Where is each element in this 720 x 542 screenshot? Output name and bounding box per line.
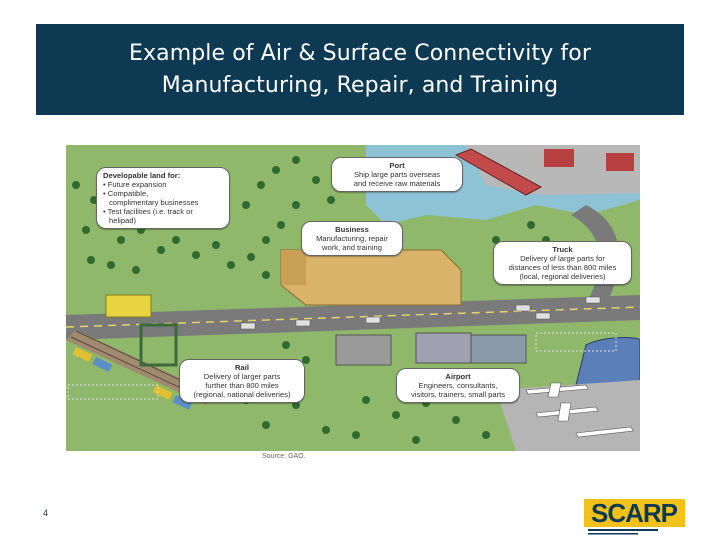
page-number: 4 — [43, 508, 48, 518]
callout-airport: Airport Engineers, consultants, visitors… — [396, 368, 520, 403]
callout-port-heading: Port — [338, 161, 456, 170]
title-line-1: Example of Air & Surface Connectivity fo… — [129, 38, 591, 70]
source-note: Source: GAO. — [262, 453, 306, 460]
warehouse-building — [416, 333, 471, 363]
callout-developable-land: Developable land for: • Future expansion… — [96, 167, 230, 229]
callout-land-line: helipad) — [103, 216, 223, 225]
callout-airport-heading: Airport — [403, 372, 513, 381]
callout-business-line: Manufacturing, repair — [308, 234, 396, 243]
callout-rail-line: (regional, national deliveries) — [186, 390, 298, 399]
scarp-logo: SCARP — [582, 489, 687, 537]
callout-port-line: and receive raw materials — [338, 179, 456, 188]
callout-land-line: complimentary businesses — [103, 198, 223, 207]
hangar-building — [336, 335, 391, 365]
port-warehouse-1 — [544, 149, 574, 167]
office-building — [471, 335, 526, 363]
connectivity-diagram: Developable land for: • Future expansion… — [66, 145, 640, 451]
callout-rail-heading: Rail — [186, 363, 298, 372]
callout-truck-line: (local, regional deliveries) — [500, 272, 625, 281]
callout-rail-line: Delivery of larger parts — [186, 372, 298, 381]
callout-land-heading: Developable land for: — [103, 171, 223, 180]
business-building — [281, 250, 461, 305]
callout-airport-line: visitors, trainers, small parts — [403, 390, 513, 399]
callout-land-line: • Test facilities (i.e. track or — [103, 207, 223, 216]
callout-rail: Rail Delivery of larger parts further th… — [179, 359, 305, 403]
callout-business-line: work, and training — [308, 243, 396, 252]
title-band: Example of Air & Surface Connectivity fo… — [36, 24, 684, 115]
callout-truck: Truck Delivery of large parts for distan… — [493, 241, 632, 285]
title-line-2: Manufacturing, Repair, and Training — [162, 70, 558, 102]
callout-rail-line: further than 800 miles — [186, 381, 298, 390]
callout-truck-line: distances of less than 800 miles — [500, 263, 625, 272]
callout-land-line: • Future expansion — [103, 180, 223, 189]
callout-port-line: Ship large parts overseas — [338, 170, 456, 179]
rail-depot — [106, 295, 151, 317]
scarp-logo-mark: SCARP — [582, 489, 687, 537]
svg-text:SCARP: SCARP — [591, 498, 678, 528]
callout-truck-heading: Truck — [500, 245, 625, 254]
callout-airport-line: Engineers, consultants, — [403, 381, 513, 390]
port-warehouse-2 — [606, 153, 634, 171]
callout-business: Business Manufacturing, repair work, and… — [301, 221, 403, 256]
callout-business-heading: Business — [308, 225, 396, 234]
callout-port: Port Ship large parts overseas and recei… — [331, 157, 463, 192]
callout-land-line: • Compatible, — [103, 189, 223, 198]
callout-truck-line: Delivery of large parts for — [500, 254, 625, 263]
